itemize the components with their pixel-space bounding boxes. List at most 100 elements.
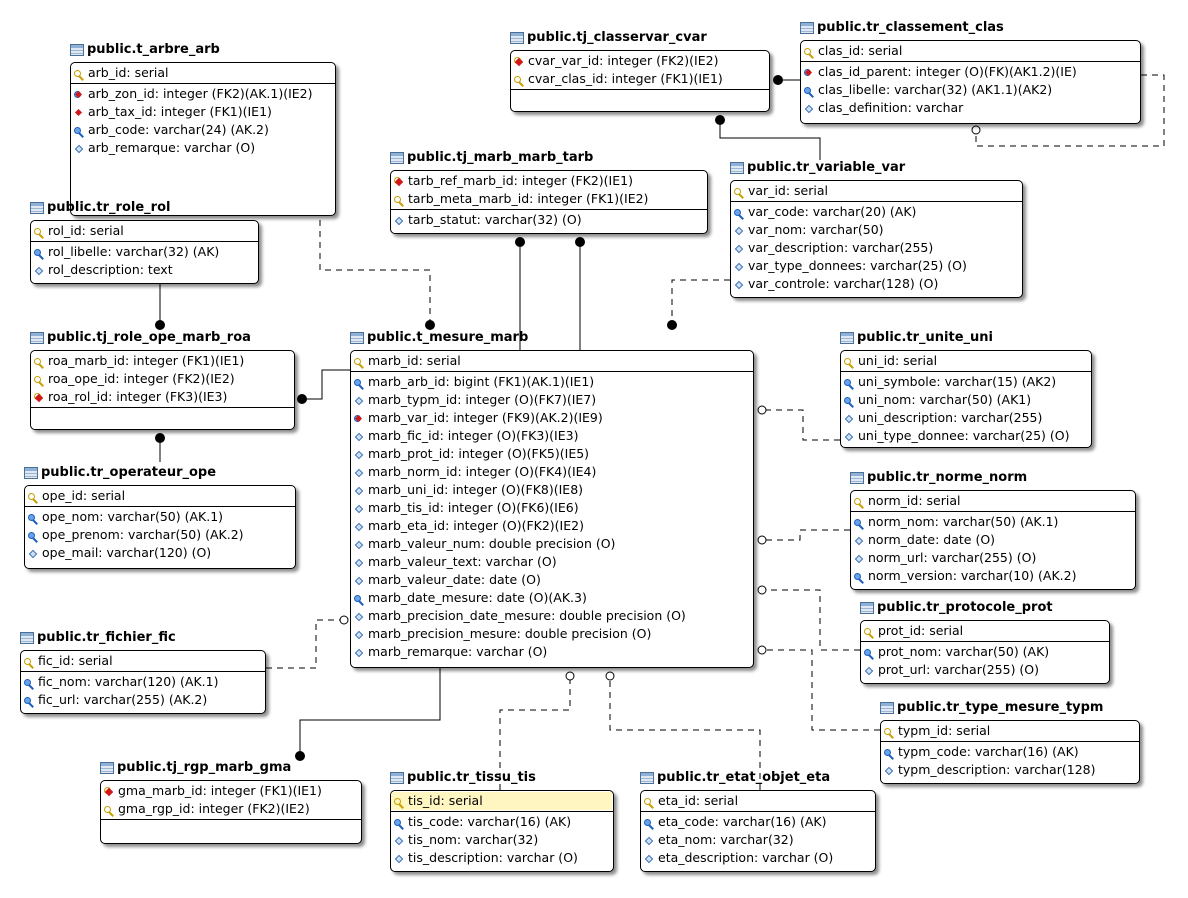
column-row[interactable]: uni_description: varchar(255) (841, 409, 1091, 427)
key-column-row[interactable]: marb_id: serial (351, 352, 753, 370)
key-column-row[interactable]: gma_rgp_id: integer (FK2)(IE2) (101, 800, 361, 818)
column-row[interactable]: norm_date: date (O) (851, 531, 1135, 549)
key-column-row[interactable]: tarb_ref_marb_id: integer (FK2)(IE1) (391, 172, 707, 190)
column-row[interactable]: fic_url: varchar(255) (AK.2) (21, 691, 265, 709)
column-row[interactable]: marb_precision_mesure: double precision … (351, 625, 753, 643)
key-column-row[interactable]: norm_id: serial (851, 492, 1135, 510)
key-column-row[interactable]: gma_marb_id: integer (FK1)(IE1) (101, 782, 361, 800)
column-row[interactable]: tis_code: varchar(16) (AK) (391, 813, 613, 831)
column-row[interactable]: uni_type_donnee: varchar(25) (O) (841, 427, 1091, 445)
column-row[interactable]: eta_nom: varchar(32) (641, 831, 875, 849)
column-row[interactable]: typm_code: varchar(16) (AK) (881, 743, 1139, 761)
column-row[interactable]: rol_description: text (31, 261, 258, 279)
column-row[interactable]: var_controle: varchar(128) (O) (731, 275, 1022, 293)
column-row[interactable]: tis_nom: varchar(32) (391, 831, 613, 849)
key-column-row[interactable]: typm_id: serial (881, 722, 1139, 740)
column-row[interactable]: var_nom: varchar(50) (731, 221, 1022, 239)
table-icon (70, 43, 84, 56)
key-column-row[interactable]: tis_id: serial (391, 792, 612, 810)
column-row[interactable]: marb_eta_id: integer (O)(FK2)(IE2) (351, 517, 753, 535)
column-row[interactable]: marb_fic_id: integer (O)(FK3)(IE3) (351, 427, 753, 445)
column-row[interactable]: eta_code: varchar(16) (AK) (641, 813, 875, 831)
column-row[interactable]: marb_uni_id: integer (O)(FK8)(IE8) (351, 481, 753, 499)
column-row[interactable]: tarb_statut: varchar(32) (O) (391, 211, 707, 229)
column-row[interactable]: prot_url: varchar(255) (O) (861, 661, 1109, 679)
column-row[interactable]: arb_code: varchar(24) (AK.2) (71, 121, 335, 139)
column-row[interactable]: marb_precision_date_mesure: double preci… (351, 607, 753, 625)
column-row[interactable]: marb_typm_id: integer (O)(FK7)(IE7) (351, 391, 753, 409)
key-column-row[interactable]: clas_id: serial (801, 42, 1140, 60)
column-row[interactable]: var_code: varchar(20) (AK) (731, 203, 1022, 221)
column-row[interactable]: arb_remarque: varchar (O) (71, 139, 335, 157)
entity-box: gma_marb_id: integer (FK1)(IE1) gma_rgp_i… (100, 780, 362, 844)
key-column-row[interactable]: uni_id: serial (841, 352, 1091, 370)
column-row[interactable]: clas_definition: varchar (801, 99, 1140, 117)
column-row[interactable]: prot_nom: varchar(50) (AK) (861, 643, 1109, 661)
key-column-row[interactable]: cvar_clas_id: integer (FK1)(IE1) (511, 70, 769, 88)
column-row[interactable]: marb_remarque: varchar (O) (351, 643, 753, 661)
column-row[interactable]: ope_prenom: varchar(50) (AK.2) (25, 526, 295, 544)
entity-title: public.tj_marb_marb_tarb (390, 150, 593, 165)
column-row[interactable]: var_description: varchar(255) (731, 239, 1022, 257)
attribute-icon (34, 265, 45, 276)
column-row[interactable]: arb_tax_id: integer (FK1)(IE1) (71, 103, 335, 121)
key-column-row[interactable]: prot_id: serial (861, 622, 1109, 640)
key-column-row[interactable]: tarb_meta_marb_id: integer (FK1)(IE2) (391, 190, 707, 208)
column-text: gma_marb_id: integer (FK1)(IE1) (118, 783, 322, 798)
column-row[interactable]: norm_nom: varchar(50) (AK.1) (851, 513, 1135, 531)
column-row[interactable]: marb_valeur_date: date (O) (351, 571, 753, 589)
key-column-row[interactable]: fic_id: serial (21, 652, 265, 670)
column-row[interactable]: marb_var_id: integer (FK9)(AK.2)(IE9) (351, 409, 753, 427)
key-column-row[interactable]: var_id: serial (731, 182, 1022, 200)
column-row[interactable]: norm_url: varchar(255) (O) (851, 549, 1135, 567)
key-column-row[interactable]: roa_rol_id: integer (FK3)(IE3) (31, 388, 294, 406)
key-column-row[interactable]: ope_id: serial (25, 487, 295, 505)
column-row[interactable]: marb_arb_id: bigint (FK1)(AK.1)(IE1) (351, 373, 753, 391)
key-column-row[interactable]: roa_ope_id: integer (FK2)(IE2) (31, 370, 294, 388)
key-column-row[interactable]: cvar_var_id: integer (FK2)(IE2) (511, 52, 769, 70)
column-row[interactable]: ope_mail: varchar(120) (O) (25, 544, 295, 562)
column-row[interactable]: clas_id_parent: integer (O)(FK)(AK1.2)(I… (801, 63, 1140, 81)
column-row[interactable]: fic_nom: varchar(120) (AK.1) (21, 673, 265, 691)
key-column-row[interactable]: eta_id: serial (641, 792, 875, 810)
column-row[interactable]: clas_libelle: varchar(32) (AK1.1)(AK2) (801, 81, 1140, 99)
rel-clas-self (971, 74, 1165, 147)
column-row[interactable]: eta_description: varchar (O) (641, 849, 875, 867)
column-row[interactable]: norm_version: varchar(10) (AK.2) (851, 567, 1135, 585)
column-row[interactable]: tis_description: varchar (O) (391, 849, 613, 867)
column-row[interactable]: var_type_donnees: varchar(25) (O) (731, 257, 1022, 275)
column-row[interactable]: uni_symbole: varchar(15) (AK2) (841, 373, 1091, 391)
column-row[interactable]: marb_norm_id: integer (O)(FK4)(IE4) (351, 463, 753, 481)
column-row[interactable]: uni_nom: varchar(50) (AK1) (841, 391, 1091, 409)
column-row[interactable]: marb_prot_id: integer (O)(FK5)(IE5) (351, 445, 753, 463)
column-row[interactable]: marb_valeur_text: varchar (O) (351, 553, 753, 571)
entity-marb-tarb[interactable]: public.tj_marb_marb_tarb tarb_ref_marb_id… (390, 150, 708, 234)
column-row[interactable]: marb_date_mesure: date (O)(AK.3) (351, 589, 753, 607)
column-row[interactable]: marb_valeur_num: double precision (O) (351, 535, 753, 553)
key-column-row[interactable]: rol_id: serial (31, 222, 258, 240)
column-row[interactable]: ope_nom: varchar(50) (AK.1) (25, 508, 295, 526)
key-column-row[interactable]: arb_id: serial (71, 64, 335, 82)
column-row[interactable]: arb_zon_id: integer (FK2)(AK.1)(IE2) (71, 85, 335, 103)
column-row[interactable]: rol_libelle: varchar(32) (AK) (31, 243, 258, 261)
column-row[interactable]: typm_description: varchar(128) (881, 761, 1139, 779)
key-column-row[interactable]: roa_marb_id: integer (FK1)(IE1) (31, 352, 294, 370)
attribute-section: var_code: varchar(20) (AK)var_nom: varch… (731, 202, 1022, 293)
column-row[interactable]: marb_tis_id: integer (O)(FK6)(IE6) (351, 499, 753, 517)
